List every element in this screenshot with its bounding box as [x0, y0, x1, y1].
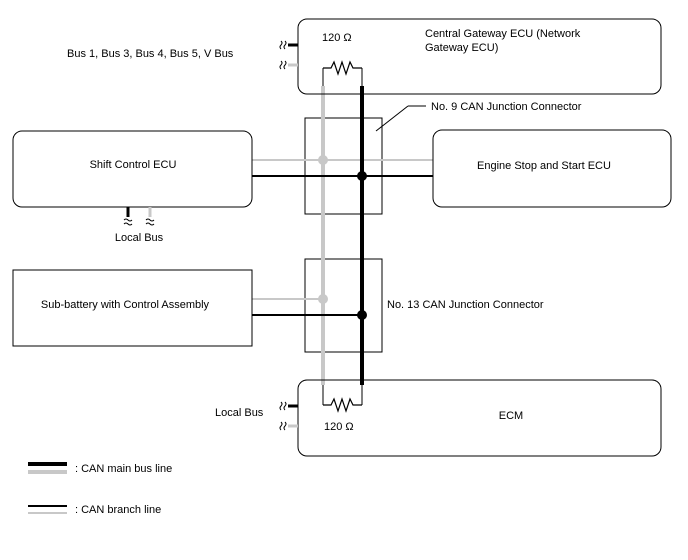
resistor-top-label: 120 Ω: [322, 32, 352, 44]
legend-main-bus-label: : CAN main bus line: [75, 463, 172, 475]
junction-9-leader: [375, 105, 409, 132]
junction-dot-high-13: [357, 310, 367, 320]
central-gateway-ecu-box: [297, 18, 662, 95]
local-bus-ecm-label: Local Bus: [215, 407, 264, 419]
junction-connector-13-box: [304, 258, 383, 353]
bus-list-label: Bus 1, Bus 3, Bus 4, Bus 5, V Bus: [67, 48, 234, 60]
terminating-resistor-top: [322, 60, 363, 86]
junction-dot-low-9: [318, 155, 328, 165]
gateway-ecu-label-line1: Central Gateway ECU (Network: [425, 28, 581, 40]
shift-control-ecu-label: Shift Control ECU: [90, 159, 177, 171]
shift-control-ecu-box: [12, 130, 253, 208]
resistor-bottom-label: 120 Ω: [324, 421, 354, 433]
sub-battery-box: [12, 269, 253, 347]
ecm-label: ECM: [499, 410, 523, 422]
junction-connector-9-box: [304, 117, 383, 215]
ecm-local-bus-stubs: [279, 401, 298, 431]
legend-main-bus: : CAN main bus line: [28, 462, 172, 475]
gateway-bus-stubs: [279, 40, 298, 70]
junction-dot-low-13: [318, 294, 328, 304]
local-bus-shift-label: Local Bus: [115, 232, 164, 244]
sub-battery-label: Sub-battery with Control Assembly: [41, 299, 210, 311]
shift-local-bus-stubs: [123, 207, 155, 226]
ecm-box: [297, 379, 662, 457]
engine-stop-ecu-box: [432, 129, 672, 208]
legend-branch: : CAN branch line: [28, 504, 161, 516]
legend-branch-label: : CAN branch line: [75, 504, 161, 516]
terminating-resistor-bottom: [322, 385, 363, 413]
junction-13-label: No. 13 CAN Junction Connector: [387, 299, 544, 311]
gateway-ecu-label-line2: Gateway ECU): [425, 42, 498, 54]
junction-dot-high-9: [357, 171, 367, 181]
junction-9-label: No. 9 CAN Junction Connector: [431, 101, 582, 113]
engine-stop-ecu-label: Engine Stop and Start ECU: [477, 160, 611, 172]
